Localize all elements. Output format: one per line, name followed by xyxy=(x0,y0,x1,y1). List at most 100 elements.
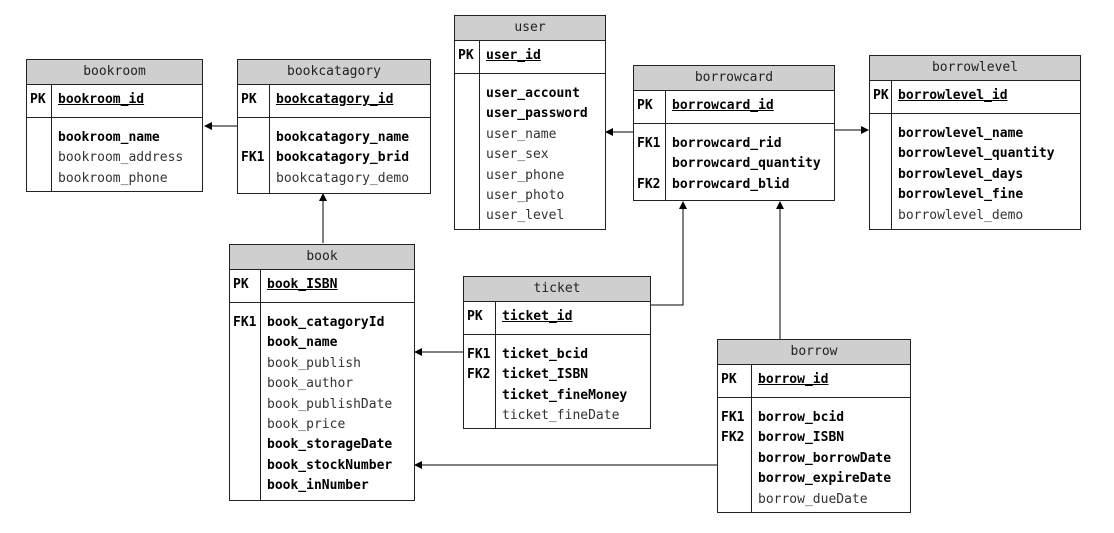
entity-borrowlevel[interactable]: borrowlevel PK borrowlevel_id borrowleve… xyxy=(869,55,1081,230)
key-label: PK xyxy=(30,92,46,107)
key-label xyxy=(30,128,51,148)
key-label xyxy=(233,395,260,415)
entity-title: bookcatagory xyxy=(238,60,430,85)
key-label xyxy=(30,148,51,168)
attribute-field: bookcatagory_demo xyxy=(276,170,410,186)
entity-title: ticket xyxy=(464,277,650,302)
key-label: PK xyxy=(873,88,889,103)
key-label xyxy=(873,185,891,205)
entity-title: borrowlevel xyxy=(870,56,1080,81)
attributes-section: FK1 FK2 ticket_bcid ticket_ISBN ticket_f… xyxy=(464,335,650,428)
attribute-field: borrowlevel_demo xyxy=(898,207,1024,223)
attribute-field: borrow_ISBN xyxy=(758,430,845,446)
attribute-field: user_photo xyxy=(486,187,565,203)
primary-key-section: PK borrow_id xyxy=(718,365,910,398)
key-label xyxy=(873,165,891,185)
primary-key-section: PK book_ISBN xyxy=(230,270,414,303)
entity-title: borrowcard xyxy=(634,66,834,91)
entity-bookroom[interactable]: bookroom PK bookroom_id bookroom_name bo… xyxy=(26,59,203,192)
key-label: FK2 xyxy=(467,367,491,383)
key-label xyxy=(458,84,479,104)
attribute-field: user_level xyxy=(486,208,565,224)
attributes-section: borrowlevel_name borrowlevel_quantity bo… xyxy=(870,114,1080,229)
key-label xyxy=(721,490,751,510)
attribute-field: user_name xyxy=(486,126,557,142)
key-label xyxy=(458,145,479,165)
attribute-field: borrow_bcid xyxy=(758,410,845,425)
attribute-field: book_inNumber xyxy=(267,478,369,494)
attribute-field: bookroom_name xyxy=(58,130,160,145)
primary-key-section: PK borrowcard_id xyxy=(634,91,834,124)
key-label xyxy=(721,449,751,469)
attribute-field: book_stockNumber xyxy=(267,457,393,473)
attribute-field: borrowlevel_fine xyxy=(898,187,1024,203)
attribute-field: book_price xyxy=(267,416,346,432)
attribute-field: borrow_dueDate xyxy=(758,491,868,507)
key-label xyxy=(873,124,891,144)
entity-borrow[interactable]: borrow PK borrow_id FK1 FK2 borrow_bcid … xyxy=(717,339,911,513)
entity-book[interactable]: book PK book_ISBN FK1 book_catagoryId bo… xyxy=(229,244,415,501)
primary-key-section: PK bookcatagory_id xyxy=(238,85,430,118)
entity-borrowcard[interactable]: borrowcard PK borrowcard_id FK1 FK2 borr… xyxy=(633,65,835,201)
key-label xyxy=(637,154,665,174)
primary-key-section: PK user_id xyxy=(455,41,605,74)
entity-bookcatagory[interactable]: bookcatagory PK bookcatagory_id FK1 book… xyxy=(237,59,431,194)
entity-ticket[interactable]: ticket PK ticket_id FK1 FK2 ticket_bcid … xyxy=(463,276,651,429)
key-label: FK1 xyxy=(637,136,661,151)
attributes-section: FK1 FK2 borrow_bcid borrow_ISBN borrow_b… xyxy=(718,398,910,512)
attribute-field: user_account xyxy=(486,86,580,101)
attribute-field: book_name xyxy=(267,335,338,351)
key-label xyxy=(30,169,51,189)
key-label xyxy=(721,469,751,489)
primary-key-field: borrow_id xyxy=(758,372,829,387)
entity-title: user xyxy=(455,16,605,41)
key-label: FK1 xyxy=(721,410,745,425)
key-label: FK1 xyxy=(233,315,257,330)
key-label xyxy=(233,415,260,435)
entity-title: bookroom xyxy=(27,60,202,85)
attribute-field: user_phone xyxy=(486,167,565,183)
attribute-field: user_password xyxy=(486,106,588,122)
key-label xyxy=(233,456,260,476)
key-label xyxy=(873,206,891,226)
key-label: PK xyxy=(458,48,474,63)
attribute-field: ticket_ISBN xyxy=(502,367,589,383)
attribute-field: book_publishDate xyxy=(267,396,393,412)
attribute-field: borrowlevel_days xyxy=(898,166,1024,182)
attribute-field: user_sex xyxy=(486,147,549,163)
key-label xyxy=(467,406,495,426)
key-label xyxy=(873,144,891,164)
primary-key-section: PK ticket_id xyxy=(464,302,650,335)
key-label: FK2 xyxy=(637,176,661,192)
attribute-field: book_catagoryId xyxy=(267,315,385,330)
entity-title: borrow xyxy=(718,340,910,365)
primary-key-section: PK borrowlevel_id xyxy=(870,81,1080,114)
attribute-field: book_author xyxy=(267,376,354,392)
primary-key-field: bookroom_id xyxy=(58,92,145,107)
primary-key-field: user_id xyxy=(486,48,541,63)
key-label xyxy=(233,476,260,496)
attributes-section: bookroom_name bookroom_address bookroom_… xyxy=(27,118,202,191)
key-label: FK1 xyxy=(467,347,491,362)
attribute-field: ticket_bcid xyxy=(502,347,589,362)
attribute-field: ticket_fineMoney xyxy=(502,387,628,403)
attribute-field: bookroom_address xyxy=(58,150,184,166)
key-label: PK xyxy=(241,92,257,107)
attribute-field: book_storageDate xyxy=(267,437,393,453)
attribute-field: borrow_expireDate xyxy=(758,471,892,487)
attribute-field: borrow_borrowDate xyxy=(758,450,892,466)
key-label xyxy=(458,186,479,206)
key-label xyxy=(458,166,479,186)
key-label: PK xyxy=(467,309,483,324)
attributes-section: FK1 bookcatagory_name bookcatagory_brid … xyxy=(238,118,430,193)
key-label xyxy=(233,354,260,374)
primary-key-field: borrowlevel_id xyxy=(898,88,1008,103)
attributes-section: FK1 FK2 borrowcard_rid borrowcard_quanti… xyxy=(634,124,834,200)
primary-key-field: book_ISBN xyxy=(267,277,338,292)
attribute-field: ticket_fineDate xyxy=(502,408,620,424)
key-label xyxy=(241,128,269,148)
entity-user[interactable]: user PK user_id user_account user_passwo… xyxy=(454,15,606,230)
key-label xyxy=(458,206,479,226)
primary-key-section: PK bookroom_id xyxy=(27,85,202,118)
